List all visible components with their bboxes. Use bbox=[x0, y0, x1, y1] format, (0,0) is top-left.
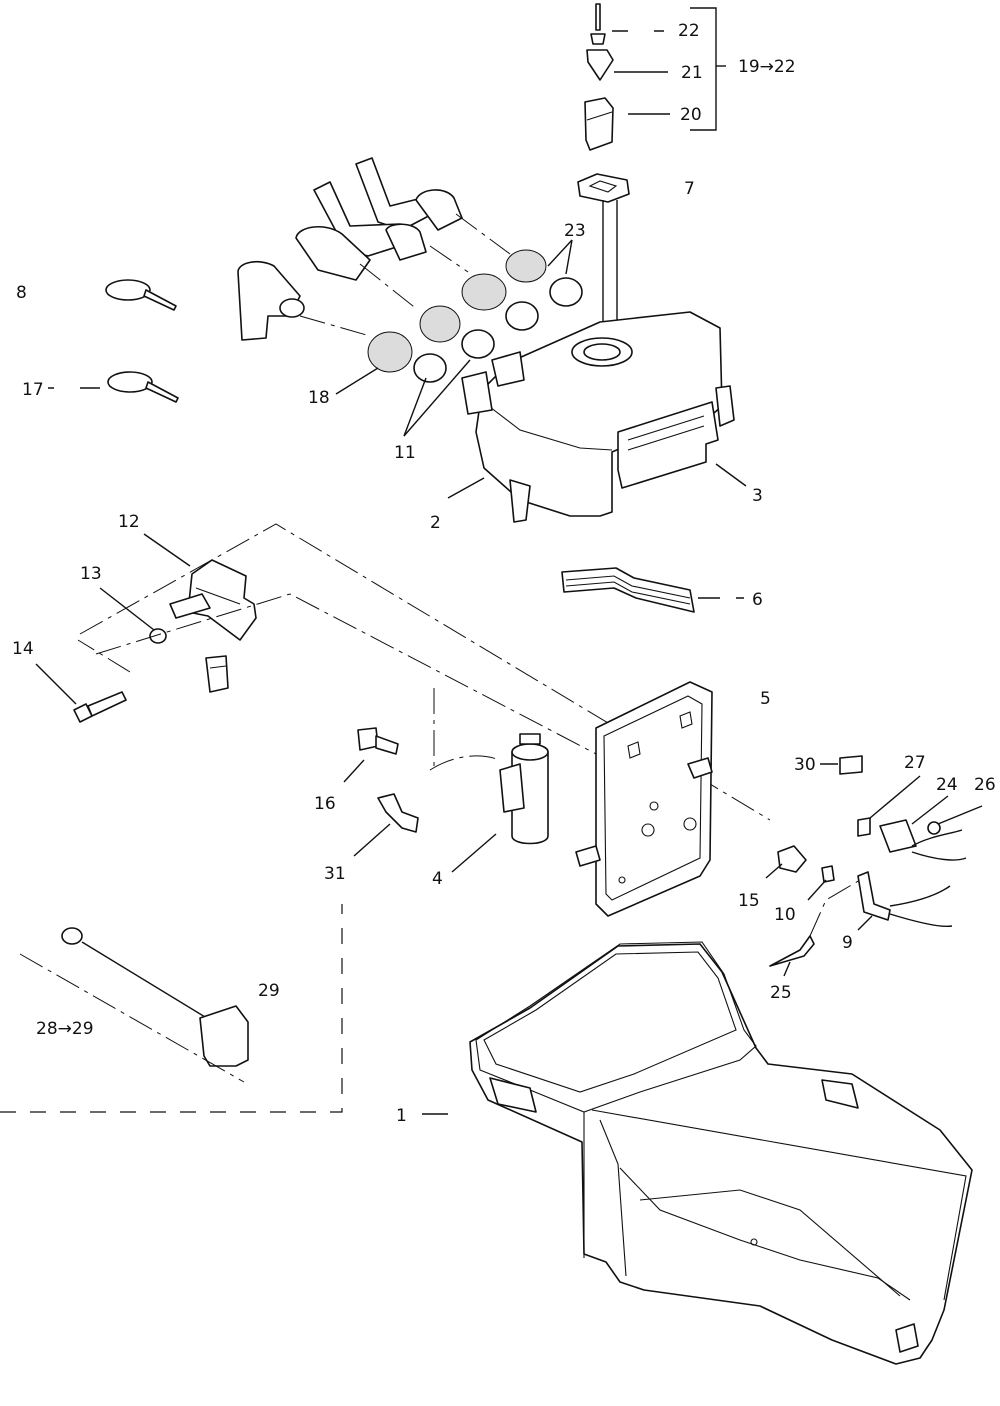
label-27: 27 bbox=[904, 753, 926, 773]
label-22: 22 bbox=[678, 21, 700, 41]
part-12-fuse-holder bbox=[169, 559, 257, 641]
part-30-label bbox=[839, 755, 863, 775]
label-15: 15 bbox=[738, 891, 760, 911]
fuse-block bbox=[205, 655, 229, 693]
label-13: 13 bbox=[80, 564, 102, 584]
part-16-bolt bbox=[357, 727, 399, 755]
part-23-filters bbox=[461, 249, 583, 331]
label-8: 8 bbox=[16, 283, 27, 303]
part-27-clip bbox=[857, 817, 871, 837]
part-8-clamp bbox=[105, 279, 177, 311]
label-14: 14 bbox=[12, 639, 34, 659]
label-31: 31 bbox=[324, 864, 346, 884]
part-25-pin bbox=[769, 935, 815, 967]
label-25: 25 bbox=[770, 983, 792, 1003]
label-3: 3 bbox=[752, 486, 763, 506]
label-24: 24 bbox=[936, 775, 958, 795]
part-7-seal bbox=[577, 173, 630, 203]
label-28-29: 28→29 bbox=[36, 1019, 94, 1039]
label-29: 29 bbox=[258, 981, 280, 1001]
part-10-clip bbox=[821, 865, 835, 883]
part-15-clip bbox=[777, 845, 807, 873]
label-17: 17 bbox=[22, 380, 44, 400]
label-20: 20 bbox=[680, 105, 702, 125]
label-2: 2 bbox=[430, 513, 441, 533]
part-14-bolt bbox=[73, 691, 127, 723]
part-21-clip bbox=[586, 49, 614, 81]
part-13-nut bbox=[149, 628, 167, 644]
bracket-19-22 bbox=[690, 7, 726, 131]
part-9-bracket bbox=[857, 871, 953, 928]
part-1-housing bbox=[469, 941, 973, 1365]
part-20-connector bbox=[584, 97, 614, 151]
part-3-bracket bbox=[617, 385, 735, 489]
label-18: 18 bbox=[308, 388, 330, 408]
part-18-filters bbox=[367, 305, 461, 373]
part-4-canister bbox=[499, 733, 549, 845]
label-4: 4 bbox=[432, 869, 443, 889]
part-5-panel bbox=[595, 681, 713, 917]
part-6-gasket bbox=[561, 567, 695, 613]
label-19-22: 19→22 bbox=[738, 57, 796, 77]
label-30: 30 bbox=[794, 755, 816, 775]
part-11-grommets bbox=[413, 329, 495, 383]
part-2-tank bbox=[461, 311, 723, 523]
label-6: 6 bbox=[752, 590, 763, 610]
label-5: 5 bbox=[760, 689, 771, 709]
label-10: 10 bbox=[774, 905, 796, 925]
part-31-clip bbox=[377, 793, 419, 833]
label-16: 16 bbox=[314, 794, 336, 814]
label-21: 21 bbox=[681, 63, 703, 83]
label-26: 26 bbox=[974, 775, 996, 795]
label-23: 23 bbox=[564, 221, 586, 241]
label-12: 12 bbox=[118, 512, 140, 532]
part-29-rod bbox=[61, 927, 249, 1067]
label-1: 1 bbox=[396, 1106, 407, 1126]
part-26-wire bbox=[911, 821, 967, 861]
label-9: 9 bbox=[842, 933, 853, 953]
part-17-clamp bbox=[107, 371, 179, 403]
hose-set bbox=[237, 157, 463, 341]
part-22-screw bbox=[590, 3, 606, 45]
label-11: 11 bbox=[394, 443, 416, 463]
label-7: 7 bbox=[684, 179, 695, 199]
part-24-connector bbox=[879, 819, 917, 853]
